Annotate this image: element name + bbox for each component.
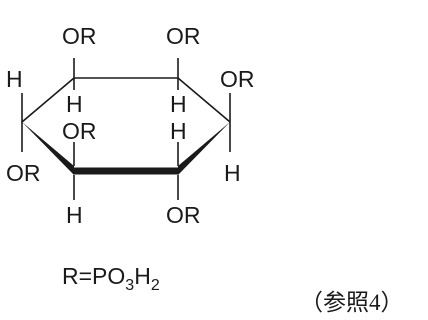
atom-h-left: H bbox=[6, 66, 23, 92]
atom-h-c1: H bbox=[66, 91, 83, 117]
r-group-formula: R=PO3H2 bbox=[62, 263, 160, 294]
reference-note: （参照4） bbox=[300, 290, 404, 315]
atom-or-bottom: OR bbox=[166, 202, 201, 228]
formula-h: H bbox=[134, 263, 151, 289]
atom-h-bottom: H bbox=[66, 202, 83, 228]
wedge-c4-c3 bbox=[178, 122, 230, 175]
atom-h-right: H bbox=[224, 160, 241, 186]
formula-r-prefix: R=PO bbox=[62, 263, 125, 289]
atom-or-right: OR bbox=[220, 66, 255, 92]
atom-or-top-right: OR bbox=[166, 23, 201, 49]
atom-or-top-left: OR bbox=[62, 23, 97, 49]
formula-sub-3: 3 bbox=[125, 277, 134, 294]
atom-or-left: OR bbox=[6, 160, 41, 186]
atom-h-c2: H bbox=[170, 91, 187, 117]
bond-ring-c6-c1 bbox=[21, 77, 75, 123]
atom-h-c4: H bbox=[170, 118, 187, 144]
wedge-c6-c5 bbox=[22, 122, 74, 175]
formula-sub-2: 2 bbox=[151, 277, 160, 294]
bond-ring-c2-c3 bbox=[177, 77, 231, 123]
atom-or-center: OR bbox=[62, 118, 97, 144]
